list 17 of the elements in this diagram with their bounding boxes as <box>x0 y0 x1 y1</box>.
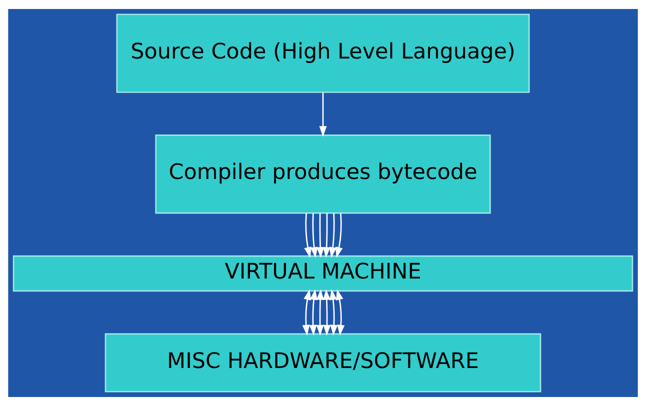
node-box: Compiler produces bytecode <box>155 134 491 214</box>
node-box: Source Code (High Level Language) <box>116 14 530 93</box>
arrow <box>329 213 337 258</box>
arrow <box>335 213 343 258</box>
node-box: VIRTUAL MACHINE <box>12 255 634 292</box>
arrow <box>329 289 338 336</box>
arrow <box>309 289 318 336</box>
arrow <box>310 213 318 258</box>
arrow <box>316 289 324 336</box>
arrow <box>302 289 312 336</box>
arrow <box>316 213 324 258</box>
arrow <box>336 289 345 336</box>
arrow <box>322 213 330 258</box>
arrow <box>304 213 312 258</box>
arrow <box>319 92 327 137</box>
arrow <box>322 289 331 336</box>
node-box: MISC HARDWARE/SOFTWARE <box>104 333 542 392</box>
